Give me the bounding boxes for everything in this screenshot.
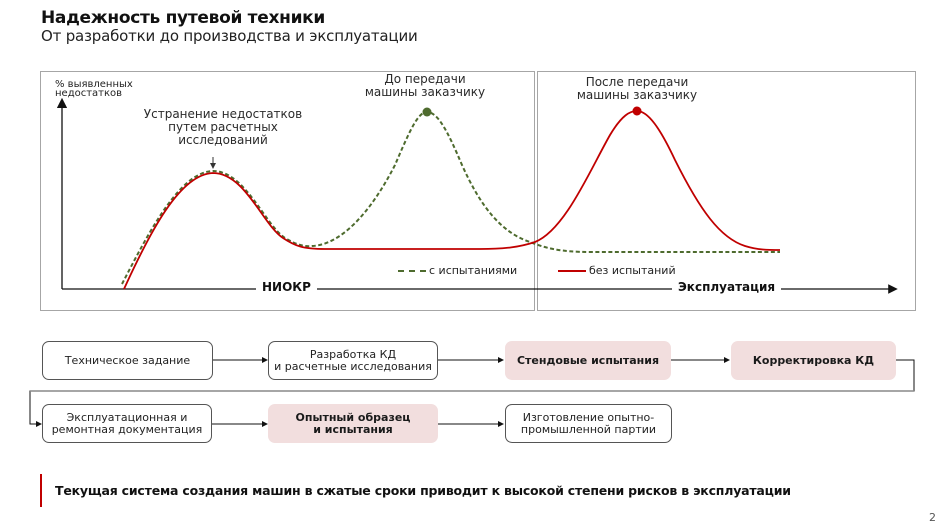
legend-dashed-line-icon	[398, 269, 426, 272]
legend-with-tests: с испытаниями	[396, 264, 520, 277]
annotation-after-handover: После передачи машины заказчику	[567, 76, 707, 102]
flow-step-label-line1: Эксплуатационная и	[66, 410, 188, 424]
series-without-tests	[123, 110, 781, 290]
legend-solid-line-icon	[558, 269, 586, 272]
annotation-before-line1: До передачи	[384, 72, 466, 86]
legend-without-tests-label: без испытаний	[589, 264, 676, 277]
y-axis-label-line1: % выявленных	[55, 79, 133, 90]
flow-step-design-correction: Корректировка КД	[731, 341, 896, 380]
annotation-after-line2: машины заказчику	[576, 88, 698, 102]
flow-step-design-docs: Разработка КД и расчетные исследования	[268, 341, 438, 380]
slide-title: Надежность путевой техники	[41, 8, 326, 28]
annotation-calculation-line2: путем расчетных	[168, 120, 278, 134]
phase-label-rnd: НИОКР	[256, 280, 317, 294]
flow-step-label: Корректировка КД	[752, 353, 875, 367]
flow-step-label-line2: промышленной партии	[520, 422, 657, 436]
flow-step-label-line2: ремонтная документация	[51, 422, 203, 436]
peak-marker-without-tests	[632, 106, 642, 116]
flow-step-label-line1: Изготовление опытно-	[522, 410, 655, 424]
annotation-before-handover: До передачи машины заказчику	[355, 73, 495, 99]
flow-step-label-line1: Опытный образец	[295, 410, 411, 424]
annotation-calculation: Устранение недостатков путем расчетных и…	[120, 108, 326, 147]
conclusion-accent-bar	[40, 474, 42, 507]
phase-label-operation: Эксплуатация	[672, 280, 782, 294]
annotation-after-line1: После передачи	[585, 75, 689, 89]
flow-step-label: Техническое задание	[64, 353, 191, 367]
slide-subtitle: От разработки до производства и эксплуат…	[41, 27, 418, 45]
flow-step-prototype-tests: Опытный образец и испытания	[268, 404, 438, 443]
y-axis-label: % выявленных недостатков	[55, 79, 133, 99]
peak-marker-with-tests	[422, 107, 432, 117]
flow-step-label-line2: и испытания	[313, 422, 393, 436]
y-axis-label-line2: недостатков	[55, 88, 123, 99]
flow-step-technical-spec: Техническое задание	[42, 341, 213, 380]
flow-step-bench-tests: Стендовые испытания	[505, 341, 671, 380]
legend-with-tests-label: с испытаниями	[429, 264, 518, 277]
flow-step-pilot-batch: Изготовление опытно- промышленной партии	[505, 404, 672, 443]
page-number: 2	[929, 511, 936, 524]
chart-frame-operation	[537, 71, 916, 311]
series-with-tests	[121, 110, 780, 285]
annotation-calculation-line1: Устранение недостатков	[143, 107, 303, 121]
flow-step-label-line1: Разработка КД	[309, 347, 397, 361]
flow-step-label: Стендовые испытания	[516, 353, 660, 367]
annotation-before-line2: машины заказчику	[364, 85, 486, 99]
conclusion-text: Текущая система создания машин в сжатые …	[55, 483, 791, 498]
flow-step-label-line2: и расчетные исследования	[274, 359, 432, 373]
legend-without-tests: без испытаний	[556, 264, 678, 277]
flow-step-operation-docs: Эксплуатационная и ремонтная документаци…	[42, 404, 212, 443]
annotation-calculation-line3: исследований	[178, 133, 268, 147]
chart-frame-development	[40, 71, 535, 311]
